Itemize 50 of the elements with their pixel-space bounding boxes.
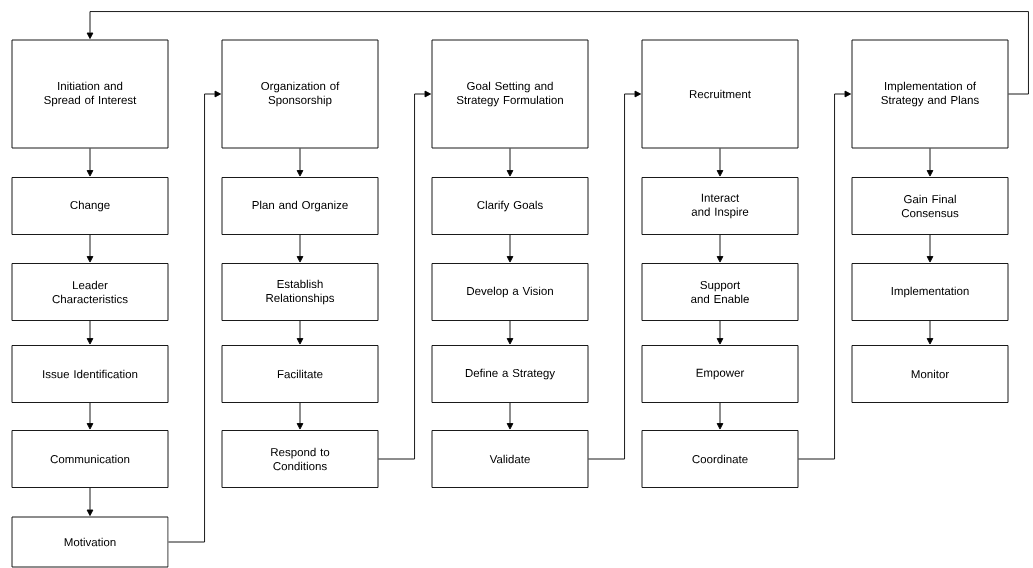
process-box: Gain Final Consensus [851,177,1009,235]
process-box: Implementation of Strategy and Plans [851,39,1009,149]
process-box: Develop a Vision [431,263,589,321]
arrow [716,402,724,430]
process-box: Plan and Organize [221,177,379,235]
arrow [716,148,724,177]
arrow [86,320,94,345]
arrow [506,148,514,177]
arrow [86,11,1029,95]
process-box: Recruitment [641,39,799,149]
process-box: Initiation and Spread of Interest [11,39,169,149]
arrow [926,234,934,263]
arrow [86,234,94,263]
arrow [506,402,514,430]
process-box: Motivation [11,516,169,568]
process-box: Leader Characteristics [11,263,169,321]
arrow [798,90,851,460]
process-box: Support and Enable [641,263,799,321]
process-box: Respond to Conditions [221,430,379,488]
process-box: Interact and Inspire [641,177,799,235]
process-box: Clarify Goals [431,177,589,235]
arrow [716,234,724,263]
process-box: Implementation [851,263,1009,321]
arrow [168,90,221,543]
process-box: Empower [641,345,799,403]
arrow [506,234,514,263]
arrow [86,148,94,177]
process-box: Organization of Sponsorship [221,39,379,149]
arrow [926,148,934,177]
process-box: Monitor [851,345,1009,403]
arrow [296,402,304,430]
process-box: Facilitate [221,345,379,403]
process-box: Establish Relationships [221,263,379,321]
arrow [296,320,304,345]
arrow [378,90,431,460]
process-box: Communication [11,430,169,488]
arrow [296,234,304,263]
arrow [86,487,94,516]
process-box: Coordinate [641,430,799,488]
arrow [86,402,94,430]
arrow [926,320,934,345]
process-box: Goal Setting and Strategy Formulation [431,39,589,149]
process-box: Define a Strategy [431,345,589,403]
arrow [296,148,304,177]
arrow [506,320,514,345]
process-box: Validate [431,430,589,488]
process-box: Change [11,177,169,235]
arrow [716,320,724,345]
process-box: Issue Identification [11,345,169,403]
arrow [588,90,641,460]
